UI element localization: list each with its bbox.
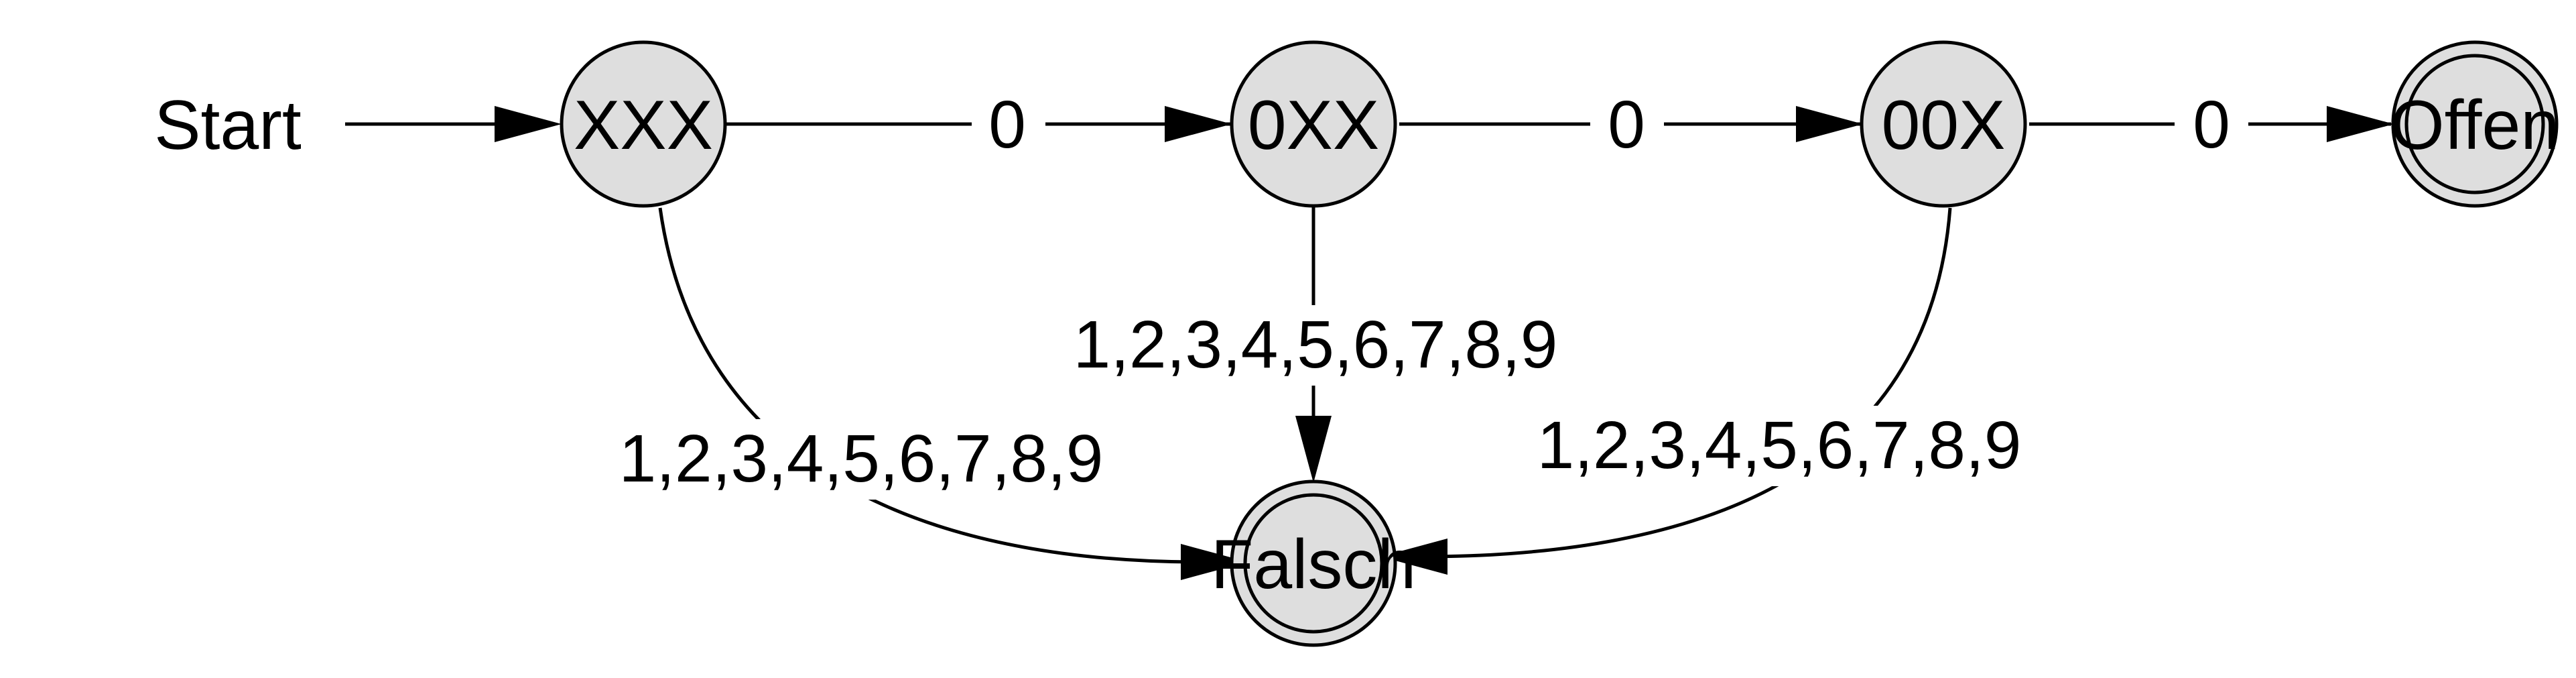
start-label: Start: [154, 87, 302, 164]
state-xxx: XXX: [560, 40, 727, 208]
edge-oox-to-offen-arrowhead: [2327, 106, 2394, 142]
edge-xxx-to-oxx-arrowhead: [1165, 106, 1232, 142]
state-oxx-label: 0XX: [1248, 87, 1380, 164]
edge-label-oox-to-falsch: 1,2,3,4,5,6,7,8,9: [1537, 408, 2022, 483]
start-arrowhead: [495, 106, 562, 142]
state-offen-label: Offen: [2390, 87, 2559, 164]
state-oxx: 0XX: [1230, 40, 1397, 208]
edge-label-oox-to-offen: 0: [2193, 87, 2230, 162]
edge-label-oxx-to-falsch: 1,2,3,4,5,6,7,8,9: [1074, 307, 1558, 382]
edge-label-oxx-to-oox: 0: [1608, 87, 1645, 162]
state-offen: Offen: [2390, 40, 2559, 208]
edge-label-xxx-to-oxx: 0: [988, 87, 1026, 162]
state-falsch-label: Falsch: [1211, 526, 1416, 604]
edge-label-xxx-to-falsch: 1,2,3,4,5,6,7,8,9: [619, 421, 1104, 496]
state-oox: 00X: [1860, 40, 2027, 208]
edge-oxx-to-falsch-arrowhead: [1295, 416, 1332, 483]
edge-oox-to-falsch-arrowhead: [1380, 539, 1447, 575]
edge-oxx-to-oox-arrowhead: [1796, 106, 1863, 142]
state-xxx-label: XXX: [574, 87, 713, 164]
edge-labels: 0 0 0 1,2,3,4,5,6,7,8,9 1,2,3,4,5,6,7,8,…: [590, 84, 2248, 500]
state-falsch: Falsch: [1211, 479, 1416, 647]
state-oox-label: 00X: [1881, 87, 2005, 164]
edge-xxx-to-falsch-arrowhead: [1181, 544, 1248, 580]
